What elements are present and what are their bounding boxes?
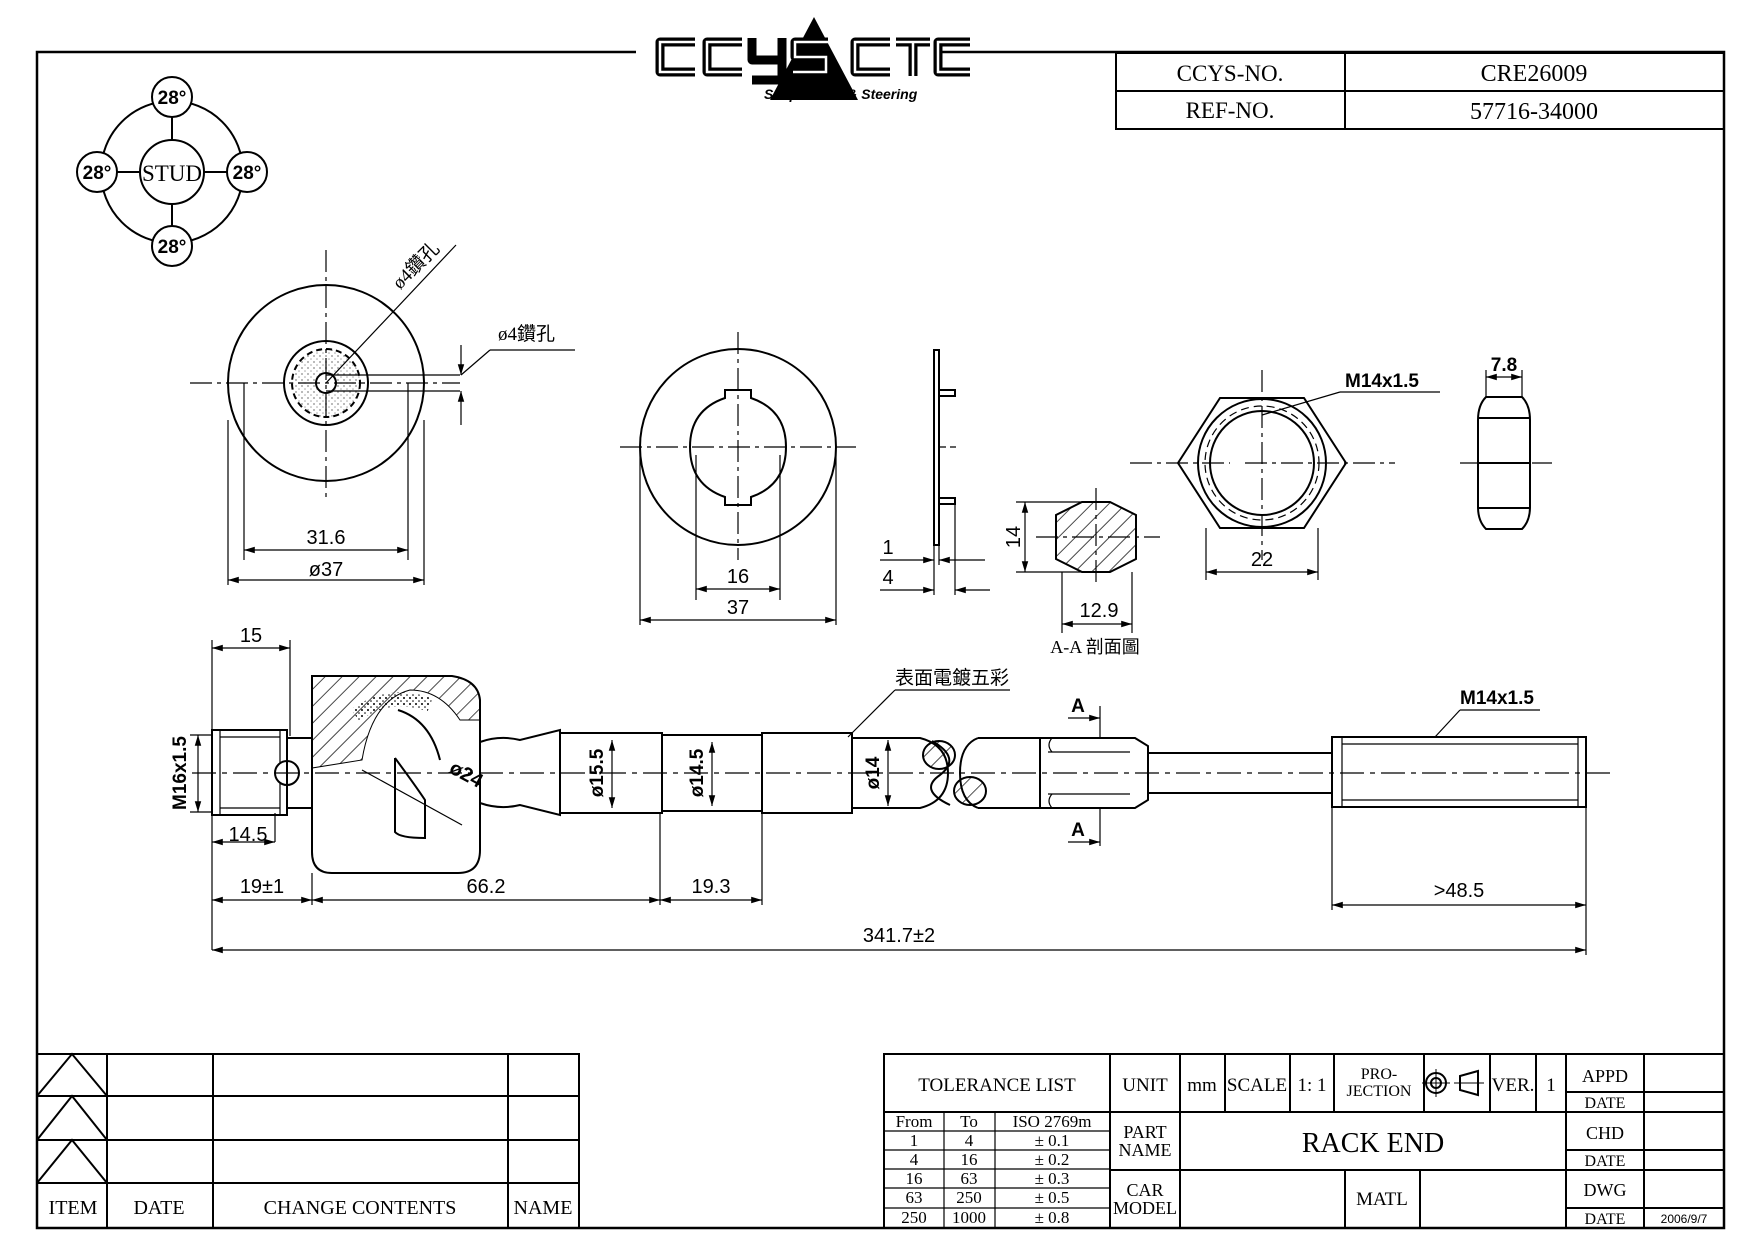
stud-angle-diagram bbox=[76, 76, 268, 267]
dim-14-5: 14.5 bbox=[229, 824, 268, 846]
tol-row-2-val: ± 0.2 bbox=[1035, 1150, 1070, 1169]
section-mark-top: A bbox=[1071, 696, 1085, 717]
tol-row-2-to: 16 bbox=[961, 1150, 978, 1169]
stud-label: STUD bbox=[142, 161, 202, 186]
part-name-value: RACK END bbox=[1302, 1128, 1444, 1159]
section-a-a bbox=[1016, 488, 1160, 633]
scale-value: 1: 1 bbox=[1297, 1075, 1326, 1096]
tol-row-4-to: 250 bbox=[956, 1188, 982, 1207]
side-dim-width: 4 bbox=[882, 567, 893, 589]
tol-header-iso: ISO 2769m bbox=[1013, 1112, 1092, 1131]
title-block-top bbox=[1115, 52, 1725, 130]
stud-angle-bottom: 28° bbox=[158, 237, 187, 258]
nut-width-dim: 22 bbox=[1251, 549, 1273, 571]
tol-row-5-to: 1000 bbox=[952, 1208, 986, 1227]
tol-header-to: To bbox=[960, 1112, 978, 1131]
tol-row-2-from: 4 bbox=[910, 1150, 919, 1169]
scale-label: SCALE bbox=[1227, 1075, 1287, 1096]
ref-no-value: 57716-34000 bbox=[1470, 99, 1598, 125]
ccys-ctc-logo: Suspension & Steering bbox=[655, 17, 970, 102]
lock-plate-dim-inner: 16 bbox=[727, 566, 749, 588]
rev-header-change: CHANGE CONTENTS bbox=[264, 1197, 457, 1219]
dim-48: >48.5 bbox=[1434, 880, 1485, 902]
chd-label: CHD bbox=[1586, 1123, 1624, 1143]
part-name-label-1: PART bbox=[1123, 1122, 1166, 1142]
stud-angle-left: 28° bbox=[83, 163, 112, 184]
ref-no-label: REF-NO. bbox=[1186, 98, 1275, 123]
revision-table bbox=[36, 1052, 580, 1229]
tol-row-5-from: 250 bbox=[901, 1208, 927, 1227]
car-model-label-1: CAR bbox=[1126, 1180, 1163, 1200]
tol-row-1-to: 4 bbox=[965, 1131, 974, 1150]
washer-hole-callout-diagonal: ø4鑽孔 bbox=[388, 238, 444, 294]
tol-header-from: From bbox=[896, 1112, 933, 1131]
car-model-label-2: MODEL bbox=[1113, 1198, 1177, 1218]
rev-header-item: ITEM bbox=[49, 1197, 98, 1219]
tolerance-title: TOLERANCE LIST bbox=[918, 1075, 1076, 1096]
dim-d14: ø14 bbox=[863, 756, 884, 789]
stud-angle-top: 28° bbox=[158, 88, 187, 109]
dim-19: 19±1 bbox=[240, 876, 284, 898]
ccys-no-label: CCYS-NO. bbox=[1177, 61, 1284, 86]
projection-label-1: PRO- bbox=[1361, 1066, 1397, 1083]
ver-value: 1 bbox=[1546, 1075, 1556, 1096]
thread-right-label: M14x1.5 bbox=[1460, 688, 1534, 709]
section-dim-width: 12.9 bbox=[1080, 600, 1119, 622]
dwg-label: DWG bbox=[1584, 1180, 1627, 1200]
lock-plate-view bbox=[620, 332, 856, 625]
dim-66: 66.2 bbox=[467, 876, 506, 898]
dim-d14-5: ø14.5 bbox=[687, 748, 708, 797]
info-block bbox=[883, 1053, 1725, 1229]
unit-label: UNIT bbox=[1122, 1075, 1168, 1096]
nut-thickness-dim: 7.8 bbox=[1491, 355, 1517, 376]
nut-front-view bbox=[1130, 370, 1440, 580]
dim-thread-length: 15 bbox=[240, 625, 262, 647]
plating-note: 表面電鍍五彩 bbox=[895, 667, 1009, 689]
rack-end-main-view bbox=[190, 640, 1612, 955]
dim-total: 341.7±2 bbox=[863, 925, 935, 947]
tol-row-1-from: 1 bbox=[910, 1131, 919, 1150]
ver-label: VER. bbox=[1492, 1075, 1535, 1096]
washer-dim-inner: 31.6 bbox=[307, 527, 346, 549]
unit-value: mm bbox=[1187, 1075, 1217, 1096]
section-dim-height: 14 bbox=[1003, 526, 1025, 548]
ccys-no-value: CRE26009 bbox=[1481, 61, 1588, 87]
washer-dim-outer: ø37 bbox=[309, 559, 343, 581]
rev-header-date: DATE bbox=[133, 1197, 184, 1219]
dim-19-3: 19.3 bbox=[692, 876, 731, 898]
rev-header-name: NAME bbox=[514, 1197, 573, 1219]
chd-date-label: DATE bbox=[1585, 1153, 1626, 1170]
nut-thread-label: M14x1.5 bbox=[1345, 371, 1419, 392]
part-name-label-2: NAME bbox=[1119, 1140, 1172, 1160]
dim-d15-5: ø15.5 bbox=[587, 748, 608, 797]
matl-label: MATL bbox=[1356, 1189, 1408, 1210]
nut-side-view bbox=[1460, 370, 1552, 530]
washer-hole-callout: ø4鑽孔 bbox=[498, 323, 555, 345]
tol-row-3-to: 63 bbox=[961, 1169, 978, 1188]
section-caption: A-A 剖面圖 bbox=[1050, 637, 1140, 657]
appd-label: APPD bbox=[1582, 1066, 1628, 1086]
projection-label-2: JECTION bbox=[1347, 1083, 1412, 1100]
dwg-date-value: 2006/9/7 bbox=[1661, 1212, 1708, 1226]
dwg-date-label: DATE bbox=[1585, 1211, 1626, 1228]
tol-row-1-val: ± 0.1 bbox=[1035, 1131, 1070, 1150]
side-dim-thickness: 1 bbox=[882, 537, 893, 559]
washer-view bbox=[190, 244, 575, 585]
tol-row-5-val: ± 0.8 bbox=[1035, 1208, 1070, 1227]
tol-row-4-from: 63 bbox=[906, 1188, 923, 1207]
tol-row-4-val: ± 0.5 bbox=[1035, 1188, 1070, 1207]
lock-plate-dim-outer: 37 bbox=[727, 597, 749, 619]
dim-m16: M16x1.5 bbox=[170, 736, 191, 810]
tol-row-3-val: ± 0.3 bbox=[1035, 1169, 1070, 1188]
lock-plate-side-view bbox=[880, 349, 990, 595]
appd-date-label: DATE bbox=[1585, 1095, 1626, 1112]
stud-angle-right: 28° bbox=[233, 163, 262, 184]
section-mark-bottom: A bbox=[1071, 820, 1085, 841]
tol-row-3-from: 16 bbox=[906, 1169, 923, 1188]
logo-tagline: Suspension & Steering bbox=[764, 86, 918, 102]
